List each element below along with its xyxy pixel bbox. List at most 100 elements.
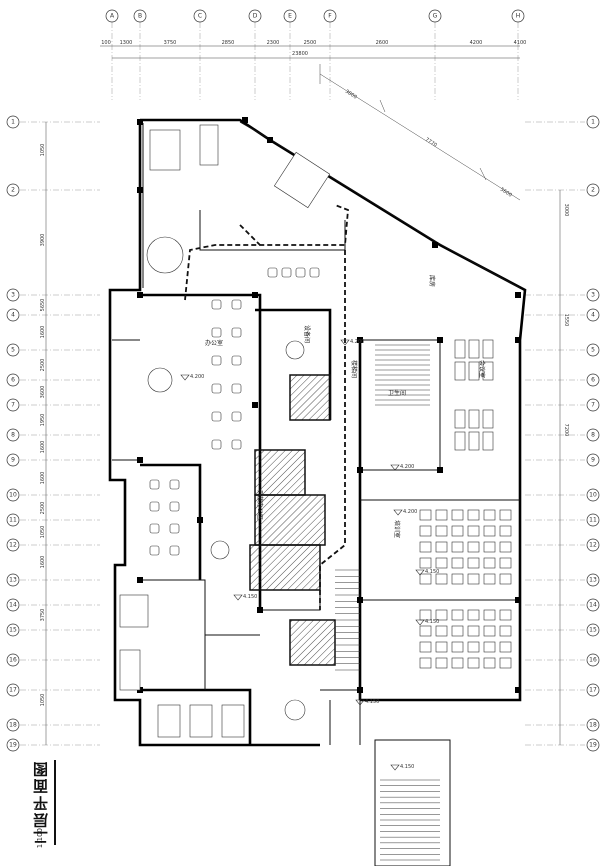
column — [197, 517, 203, 523]
dim-left-value: 1600 — [40, 441, 46, 454]
svg-text:4.200: 4.200 — [350, 339, 364, 345]
svg-text:8: 8 — [591, 432, 595, 439]
desk — [451, 625, 464, 637]
axis-bubble-top: C — [193, 9, 207, 23]
chair — [149, 545, 160, 556]
svg-text:5: 5 — [591, 347, 595, 354]
dim-left-value: 1950 — [40, 414, 46, 427]
desk — [435, 609, 448, 621]
chair — [149, 523, 160, 534]
column — [257, 607, 263, 613]
dim-left-value: 2500 — [40, 359, 46, 372]
svg-text:14: 14 — [9, 602, 17, 609]
axis-bubble-top: A — [105, 9, 119, 23]
diag-dim-value: 3800 — [344, 89, 358, 101]
desk — [482, 361, 494, 381]
svg-text:C: C — [198, 13, 202, 20]
desk — [467, 541, 480, 553]
svg-text:4.150: 4.150 — [425, 619, 439, 625]
desk — [435, 625, 448, 637]
svg-text:12: 12 — [589, 542, 597, 549]
axis-bubble-top: D — [248, 9, 262, 23]
desk — [435, 573, 448, 585]
shaft-1 — [289, 374, 331, 421]
svg-text:4.200: 4.200 — [400, 464, 414, 470]
svg-text:4.150: 4.150 — [400, 764, 414, 770]
axis-bubble-left: 18 — [6, 718, 20, 732]
column — [267, 137, 273, 143]
column — [515, 292, 521, 298]
desk — [467, 641, 480, 653]
svg-text:10: 10 — [9, 492, 17, 499]
svg-text:17: 17 — [589, 687, 597, 694]
chair — [211, 355, 222, 366]
dim-left-value: 2500 — [40, 502, 46, 515]
room-label: 办公室 — [205, 339, 223, 347]
desk — [157, 704, 181, 738]
axis-bubble-right: 17 — [586, 683, 600, 697]
dim-top-value: 2300 — [267, 40, 280, 46]
axis-bubble-right: 2 — [586, 183, 600, 197]
column — [357, 687, 363, 693]
dim-left-value: 1050 — [40, 526, 46, 539]
desk — [467, 625, 480, 637]
desk — [499, 525, 512, 537]
column — [357, 467, 363, 473]
level-marker: 4.200 — [393, 509, 417, 516]
chair — [309, 267, 320, 278]
diagonal-dimension-chain: 3800 7770 5600 — [319, 64, 521, 201]
desk — [483, 573, 496, 585]
desk — [451, 525, 464, 537]
svg-text:4.150: 4.150 — [425, 569, 439, 575]
level-marker: 4.150 — [233, 594, 257, 601]
desk — [467, 525, 480, 537]
chair — [211, 327, 222, 338]
axis-bubble-right: 16 — [586, 653, 600, 667]
evacuation-route — [184, 204, 349, 610]
svg-text:19: 19 — [589, 742, 597, 749]
svg-text:F: F — [328, 13, 332, 20]
shaft-2 — [254, 449, 306, 496]
axis-bubble-right: 3 — [586, 288, 600, 302]
column — [515, 337, 521, 343]
desk — [483, 525, 496, 537]
level-marker: 4.200 — [180, 374, 204, 381]
level-marker: 4.150 — [415, 569, 439, 576]
svg-text:B: B — [138, 13, 142, 20]
svg-text:4: 4 — [591, 312, 595, 319]
desk — [451, 557, 464, 569]
svg-text:12: 12 — [9, 542, 17, 549]
level-markers: 4.200 4.200 4.150 4.200 4.200 4.150 4.150 4.150… — [180, 339, 439, 771]
axis-bubble-right: 5 — [586, 343, 600, 357]
svg-text:D: D — [253, 13, 258, 20]
axis-bubble-left: 2 — [6, 183, 20, 197]
desk — [468, 361, 480, 381]
desk — [482, 339, 494, 359]
desk — [221, 704, 245, 738]
desk — [467, 509, 480, 521]
core-hatched-areas — [249, 151, 336, 666]
dim-left-value: 1600 — [40, 472, 46, 485]
chair — [281, 267, 292, 278]
dim-top-value: 2500 — [304, 40, 317, 46]
svg-text:1: 1 — [591, 119, 595, 126]
column — [137, 119, 143, 125]
svg-text:4.200: 4.200 — [190, 374, 204, 380]
svg-text:14: 14 — [589, 602, 597, 609]
dim-top-value: 4100 — [514, 40, 527, 46]
axis-bubble-top: H — [511, 9, 525, 23]
desk — [419, 557, 432, 569]
desk — [419, 625, 432, 637]
dim-right-value: 7200 — [563, 424, 569, 437]
axis-bubble-left: 13 — [6, 573, 20, 587]
desk — [435, 657, 448, 669]
desk — [435, 509, 448, 521]
desk — [451, 509, 464, 521]
axis-bubble-right: 10 — [586, 488, 600, 502]
chair — [149, 479, 160, 490]
axis-bubble-right: 8 — [586, 428, 600, 442]
desk — [467, 657, 480, 669]
axis-bubble-right: 14 — [586, 598, 600, 612]
